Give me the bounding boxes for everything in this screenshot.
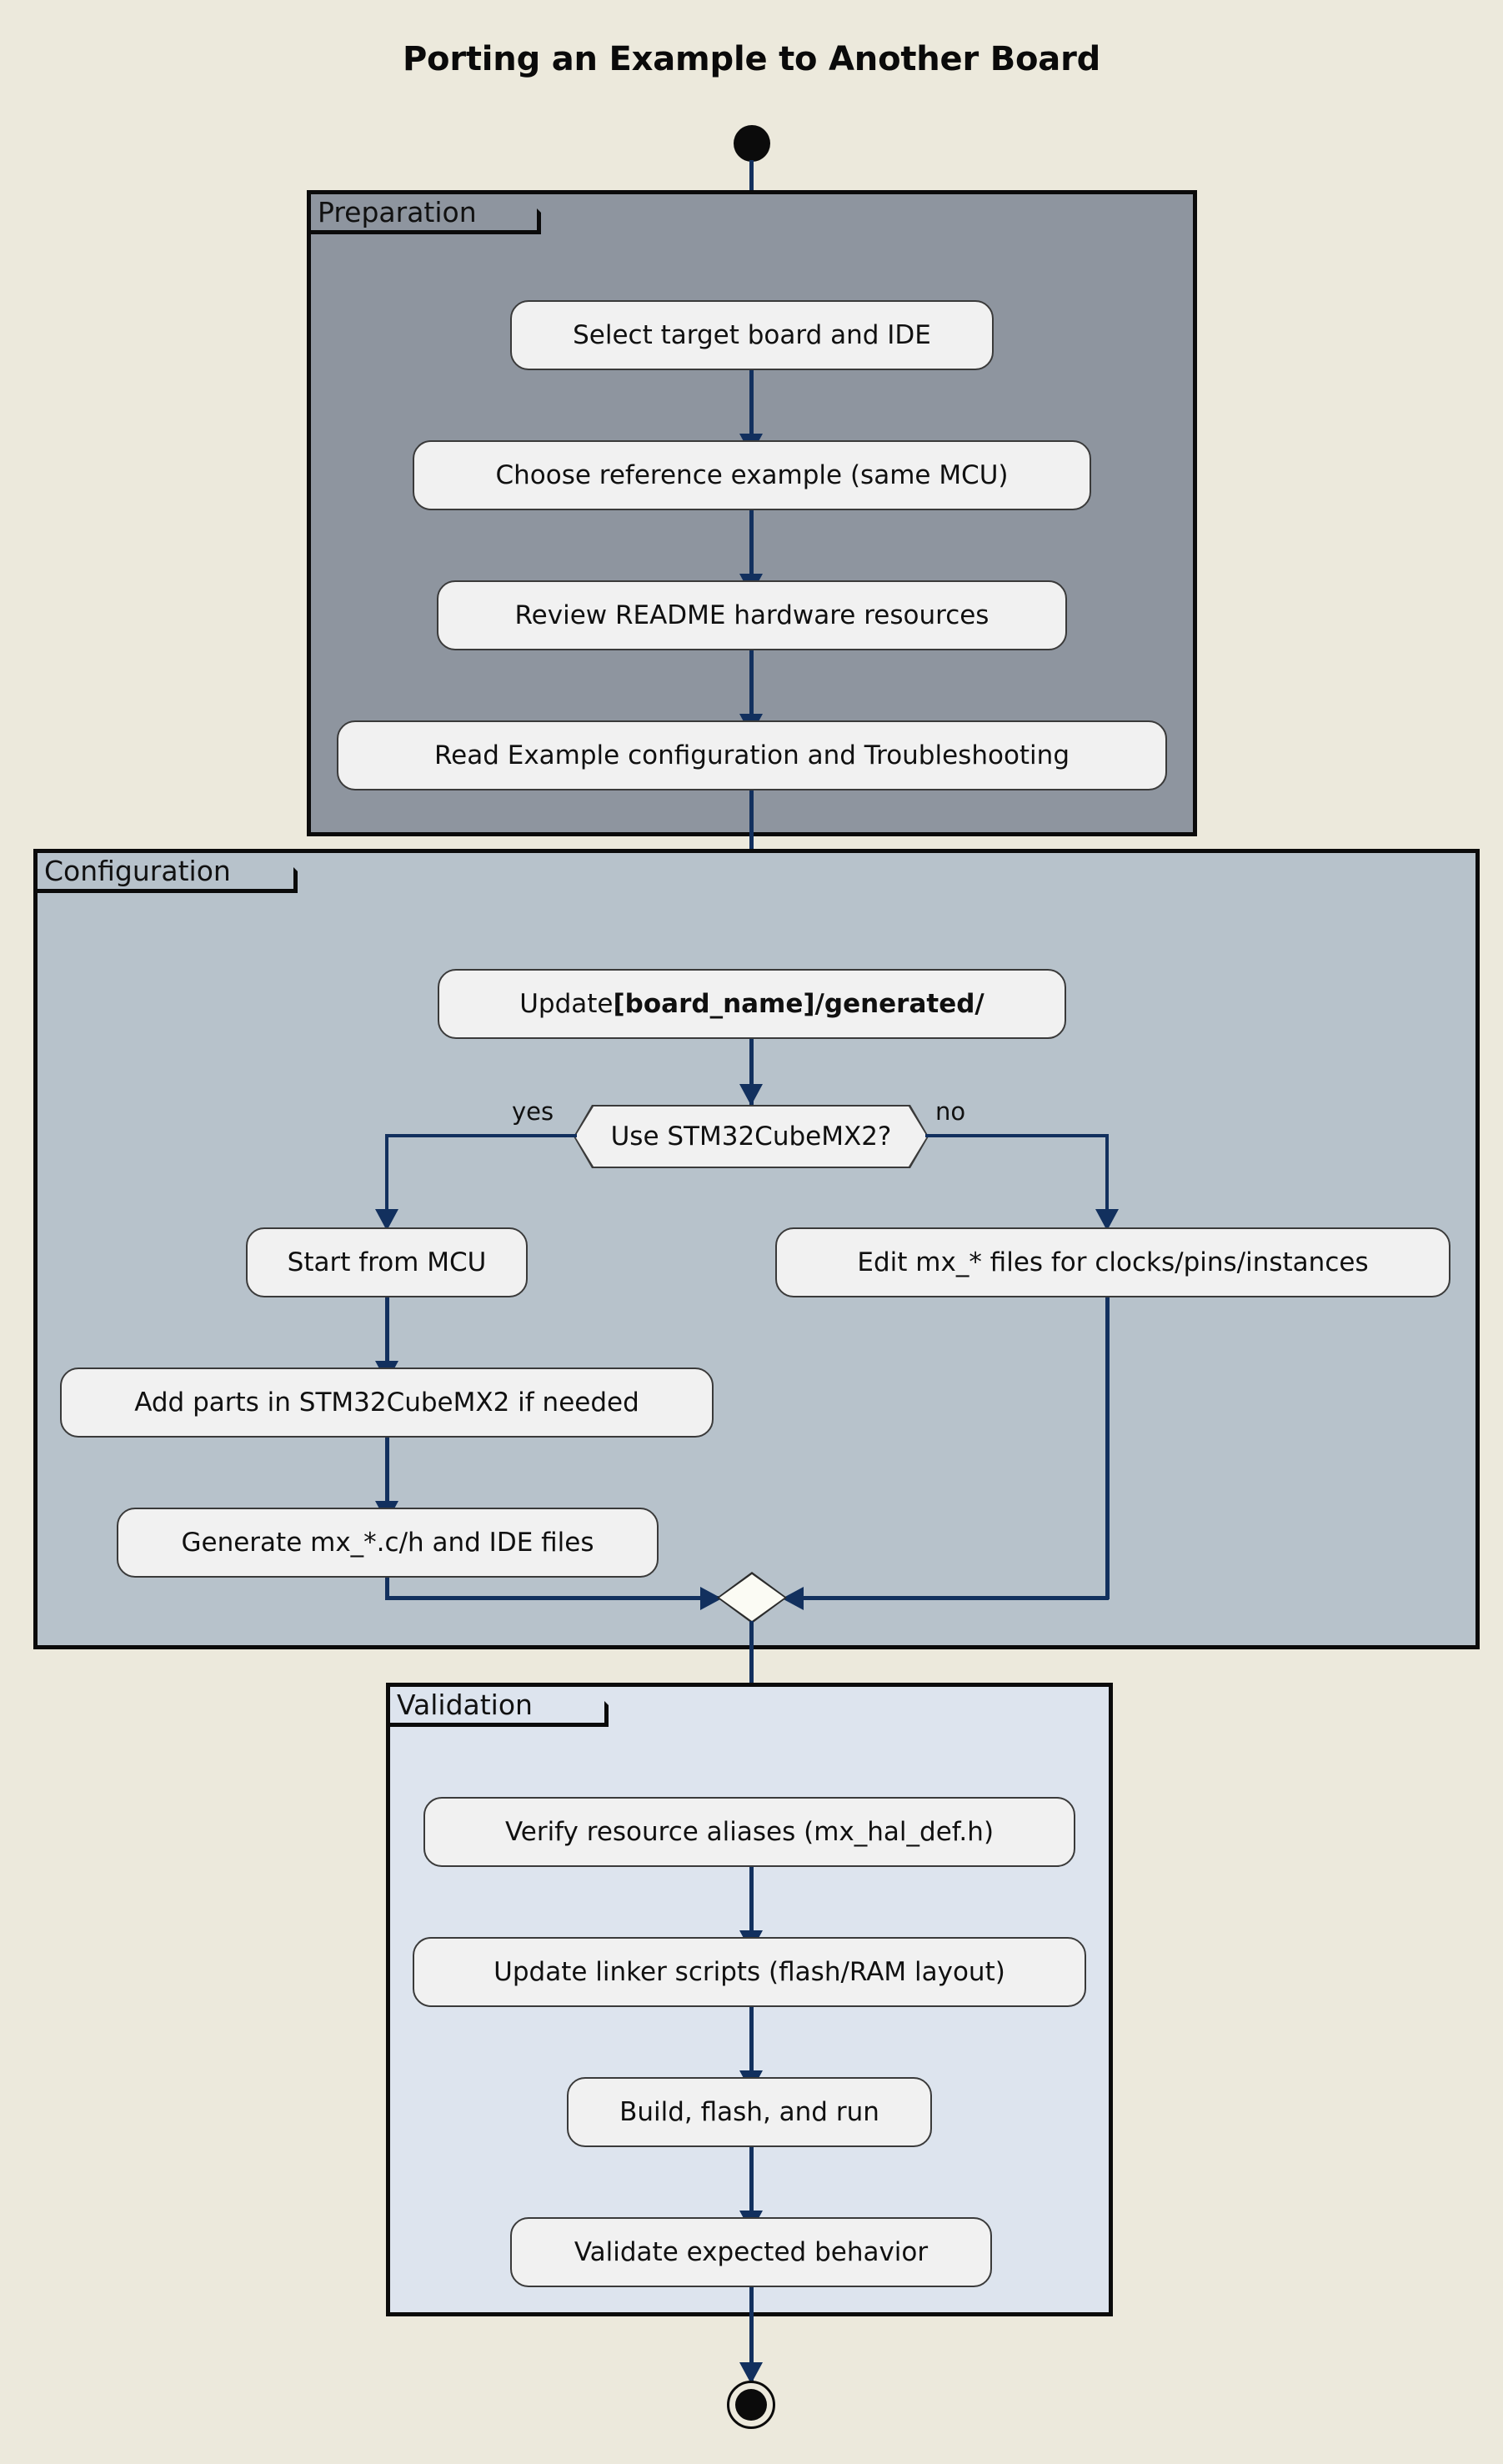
edge-n2-n3 bbox=[749, 510, 754, 612]
activity-read-example-config[interactable]: Read Example configuration and Troublesh… bbox=[337, 720, 1167, 790]
activity-add-parts-cubemx[interactable]: Add parts in STM32CubeMX2 if needed bbox=[60, 1367, 714, 1438]
edge-n11-n12 bbox=[749, 2007, 754, 2109]
edge-n6-n7 bbox=[385, 1297, 389, 1399]
edge-n5-decision bbox=[749, 1039, 754, 1109]
activity-update-board-generated-prefix: Update bbox=[519, 989, 614, 1019]
activity-edit-mx-files[interactable]: Edit mx_* files for clocks/pins/instance… bbox=[775, 1227, 1450, 1297]
arrowhead-decision-yes bbox=[375, 1209, 398, 1231]
edge-n3-n4 bbox=[749, 650, 754, 752]
partition-configuration-label-tab: Configuration bbox=[38, 853, 298, 893]
activity-validate-expected-behavior-label: Validate expected behavior bbox=[574, 2237, 929, 2267]
activity-edit-mx-files-label: Edit mx_* files for clocks/pins/instance… bbox=[857, 1247, 1369, 1277]
edge-n13-to-end bbox=[749, 2287, 754, 2399]
activity-start-from-mcu[interactable]: Start from MCU bbox=[246, 1227, 528, 1297]
activity-update-board-generated-path: [board_name]/generated/ bbox=[613, 989, 984, 1019]
partition-validation-label: Validation bbox=[397, 1689, 533, 1721]
partition-preparation-label: Preparation bbox=[318, 196, 477, 228]
activity-select-target-board-label: Select target board and IDE bbox=[573, 320, 931, 350]
activity-review-readme[interactable]: Review README hardware resources bbox=[437, 580, 1067, 650]
edge-decision-no-vertical bbox=[1105, 1134, 1109, 1232]
activity-update-linker-scripts[interactable]: Update linker scripts (flash/RAM layout) bbox=[413, 1937, 1086, 2007]
activity-select-target-board[interactable]: Select target board and IDE bbox=[510, 300, 994, 370]
end-node-icon bbox=[727, 2381, 775, 2429]
edge-n8-to-merge-horizontal bbox=[385, 1596, 719, 1600]
activity-build-flash-run-label: Build, flash, and run bbox=[619, 2097, 879, 2127]
activity-review-readme-label: Review README hardware resources bbox=[514, 600, 989, 630]
decision-use-cubemx-label: Use STM32CubeMX2? bbox=[610, 1122, 892, 1152]
activity-generate-mx-files-label: Generate mx_*.c/h and IDE files bbox=[181, 1528, 594, 1558]
activity-generate-mx-files[interactable]: Generate mx_*.c/h and IDE files bbox=[117, 1508, 659, 1578]
start-node-icon bbox=[734, 125, 770, 162]
edge-n10-n11 bbox=[749, 1867, 754, 1969]
end-node-dot bbox=[735, 2389, 767, 2421]
activity-choose-reference-example-label: Choose reference example (same MCU) bbox=[495, 460, 1009, 490]
activity-verify-resource-aliases[interactable]: Verify resource aliases (mx_hal_def.h) bbox=[423, 1797, 1075, 1867]
edge-label-yes: yes bbox=[512, 1097, 554, 1126]
decision-use-cubemx[interactable]: Use STM32CubeMX2? bbox=[575, 1107, 927, 1167]
edge-n1-n2 bbox=[749, 370, 754, 472]
arrowhead-decision-no bbox=[1095, 1209, 1119, 1231]
edge-decision-no-horizontal bbox=[925, 1134, 1109, 1137]
edge-decision-yes-horizontal bbox=[385, 1134, 577, 1137]
activity-update-linker-scripts-label: Update linker scripts (flash/RAM layout) bbox=[493, 1957, 1005, 1987]
page-title: Porting an Example to Another Board bbox=[402, 40, 1101, 78]
edge-n8-to-merge-vertical bbox=[385, 1578, 389, 1599]
partition-validation-label-tab: Validation bbox=[390, 1687, 609, 1727]
arrowhead-n5-decision bbox=[739, 1084, 763, 1106]
activity-add-parts-cubemx-label: Add parts in STM32CubeMX2 if needed bbox=[134, 1388, 639, 1418]
partition-preparation-label-tab: Preparation bbox=[311, 194, 541, 234]
edge-n9-to-merge-horizontal bbox=[787, 1596, 1109, 1600]
edge-n12-n13 bbox=[749, 2147, 754, 2249]
activity-validate-expected-behavior[interactable]: Validate expected behavior bbox=[510, 2217, 992, 2287]
edge-n9-to-merge-vertical bbox=[1105, 1297, 1110, 1599]
edge-decision-yes-vertical bbox=[385, 1134, 388, 1232]
activity-build-flash-run[interactable]: Build, flash, and run bbox=[567, 2077, 932, 2147]
activity-start-from-mcu-label: Start from MCU bbox=[287, 1247, 487, 1277]
partition-configuration-label: Configuration bbox=[44, 855, 231, 887]
activity-choose-reference-example[interactable]: Choose reference example (same MCU) bbox=[413, 440, 1091, 510]
activity-update-board-generated[interactable]: Update [board_name]/generated/ bbox=[438, 969, 1066, 1039]
arrowhead-n13-to-end bbox=[739, 2362, 763, 2384]
edge-label-no: no bbox=[935, 1097, 966, 1126]
activity-read-example-config-label: Read Example configuration and Troublesh… bbox=[434, 740, 1070, 770]
edge-n7-n8 bbox=[385, 1438, 389, 1539]
activity-verify-resource-aliases-label: Verify resource aliases (mx_hal_def.h) bbox=[504, 1817, 994, 1847]
